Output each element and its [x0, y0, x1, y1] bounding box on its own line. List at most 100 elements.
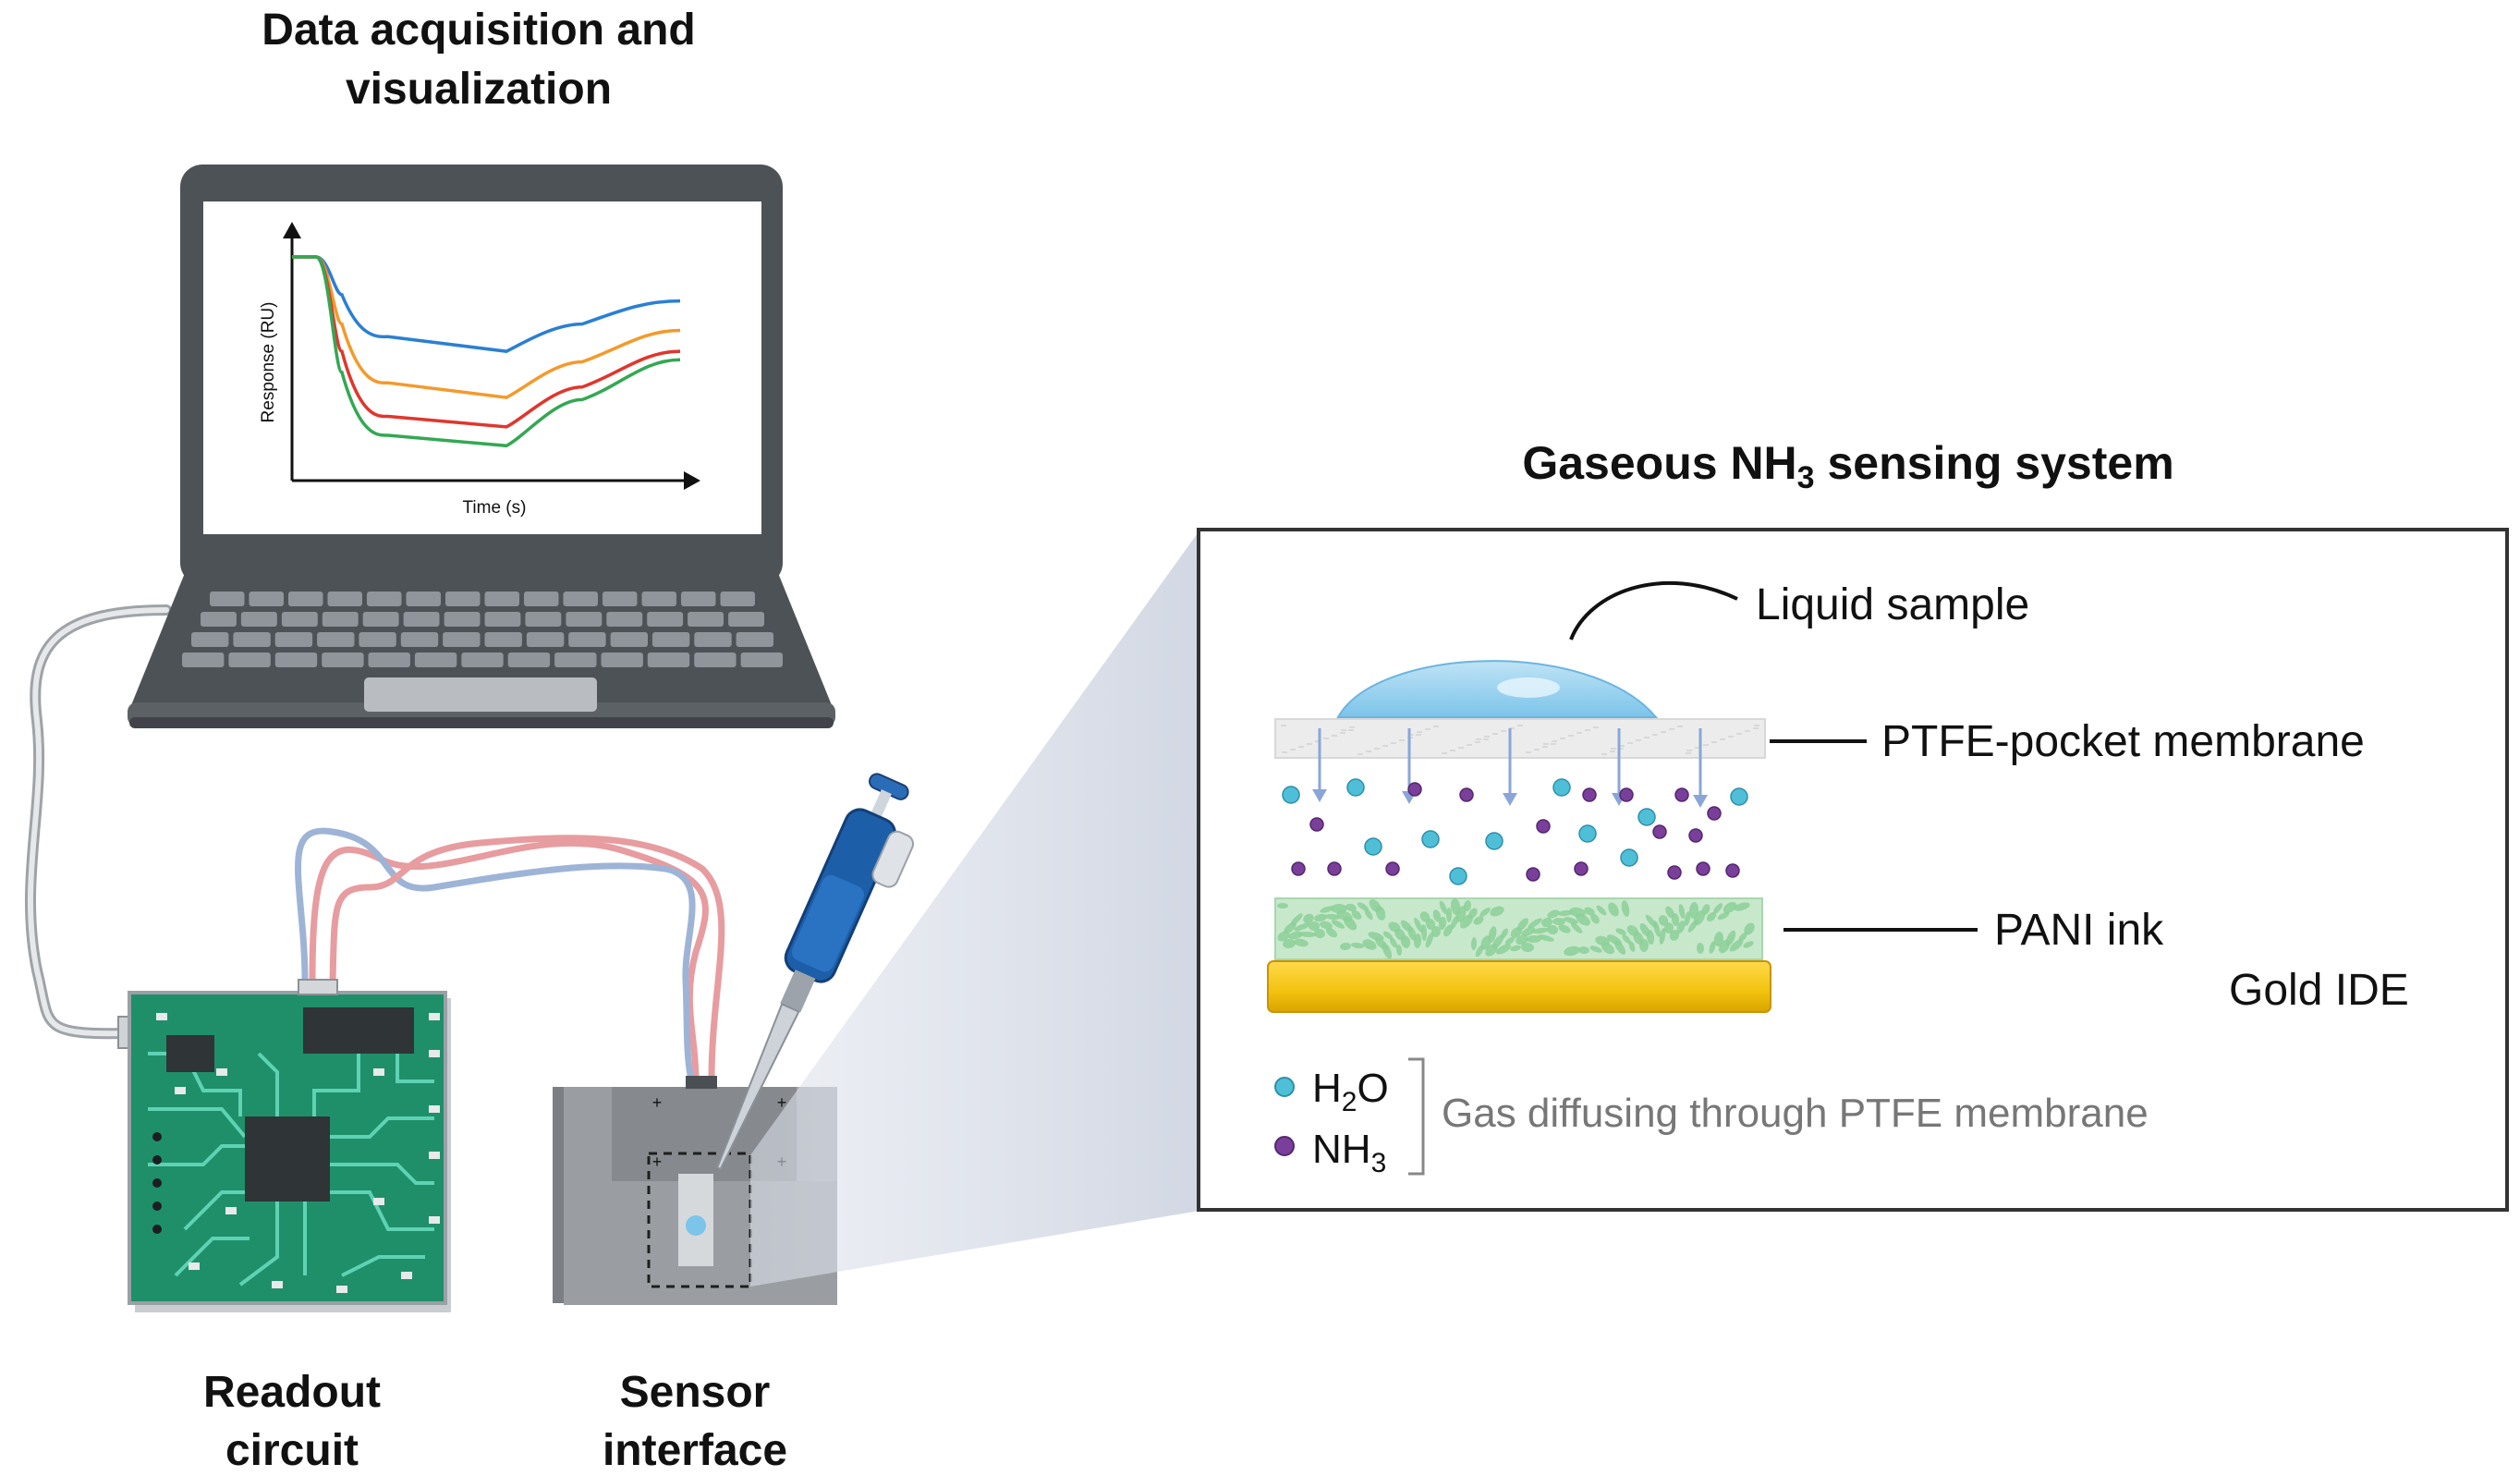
pani-particle — [1450, 898, 1461, 915]
ptfe-fiber — [1526, 751, 1531, 753]
ptfe-fiber — [1509, 727, 1515, 729]
pcb-connector-top — [298, 979, 338, 995]
pani-particle — [1547, 909, 1560, 919]
pani-particle — [1744, 922, 1755, 935]
pani-particle — [1717, 911, 1730, 921]
pipette-plunger — [870, 789, 892, 820]
pani-particle — [1706, 911, 1717, 922]
h2o-legend-dot — [1274, 1077, 1295, 1097]
panel-frame — [1197, 528, 2509, 1212]
ptfe-fiber — [1458, 747, 1464, 749]
keyboard-key — [322, 612, 359, 627]
keyboard-key — [524, 592, 559, 606]
h2o-molecule — [1364, 837, 1382, 856]
ptfe-membrane-layer — [1274, 718, 1766, 759]
pani-particle — [1504, 936, 1516, 945]
pani-particle — [1491, 934, 1504, 949]
nh3-legend-dot — [1274, 1136, 1295, 1156]
pani-particle — [1331, 903, 1347, 914]
pani-particle — [1336, 910, 1353, 921]
pani-particle — [1290, 913, 1303, 926]
keyboard-key — [603, 592, 638, 606]
pani-particle — [1607, 934, 1622, 945]
readout-circuit-label: Readout circuit — [203, 1368, 381, 1475]
pani-particle — [1628, 941, 1636, 952]
h2o-legend-label: H2O — [1312, 1066, 1389, 1117]
pani-particle — [1368, 932, 1384, 941]
h2o-molecule — [1421, 830, 1440, 848]
pcb-trace — [148, 1107, 247, 1139]
keyboard-key — [610, 632, 648, 647]
chart-series-group — [292, 255, 681, 448]
pani-particle — [1414, 917, 1423, 933]
pani-particle — [1538, 934, 1554, 942]
pani-particle — [1446, 908, 1452, 922]
keyboard-key — [288, 592, 323, 606]
ptfe-fiber — [1315, 740, 1321, 742]
keyboard-key — [368, 653, 410, 667]
pani-particle — [1463, 900, 1472, 911]
laptop-trackpad — [364, 677, 597, 712]
nh3-molecule — [1574, 861, 1589, 876]
nh3-molecule — [1674, 787, 1689, 802]
gold-ide-label: Gold IDE — [2229, 966, 2409, 1015]
pcb-pad — [429, 1050, 440, 1057]
pani-particle — [1382, 931, 1394, 940]
pani-particle — [1294, 922, 1310, 932]
keyboard-key — [444, 612, 481, 627]
keyboard-key — [317, 632, 355, 647]
keyboard-key — [400, 632, 439, 647]
chart-series-line-4 — [292, 255, 681, 448]
readout-label-line1: Readout — [203, 1368, 381, 1417]
diffusion-arrow-head — [1503, 793, 1517, 806]
nh3-molecule — [1407, 782, 1422, 797]
pani-particle — [1584, 907, 1595, 916]
pani-particle — [1663, 922, 1674, 933]
pani-particle — [1362, 939, 1377, 950]
pani-particle — [1277, 931, 1290, 942]
ptfe-fiber — [1661, 731, 1666, 733]
pani-particle — [1626, 925, 1639, 936]
svg-text:+: + — [652, 1093, 663, 1112]
ptfe-fiber — [1754, 725, 1759, 726]
pani-particle — [1564, 917, 1578, 924]
readout-circuit-board — [128, 979, 451, 1312]
pani-particle — [1701, 904, 1710, 915]
pani-particle — [1331, 920, 1345, 929]
pani-particle — [1314, 913, 1327, 922]
pani-particle — [1325, 927, 1338, 938]
ptfe-fiber — [1728, 736, 1734, 738]
pani-particle — [1723, 901, 1737, 914]
pani-particle — [1589, 945, 1602, 953]
nh3-molecule — [1696, 861, 1710, 876]
ptfe-fiber — [1627, 742, 1633, 744]
svg-text:+: + — [652, 1153, 663, 1171]
pani-particle — [1432, 909, 1442, 922]
keyboard-key — [525, 612, 562, 627]
pcb-trace — [183, 1190, 245, 1231]
ptfe-fiber — [1340, 732, 1345, 734]
pani-particle — [1669, 930, 1680, 941]
chart-xlabel: Time (s) — [463, 498, 527, 518]
data-acquisition-title-line1: Data acquisition and — [262, 6, 695, 55]
ptfe-fiber — [1610, 750, 1615, 752]
pani-particle — [1595, 935, 1610, 946]
keyboard-key — [322, 653, 364, 667]
sensor-interface-label: Sensor interface — [603, 1368, 787, 1475]
pani-particle — [1713, 932, 1724, 946]
h2o-molecule — [1620, 848, 1638, 867]
nh3-molecule — [1309, 817, 1324, 832]
ptfe-fiber — [1475, 741, 1480, 743]
pani-particle — [1314, 928, 1325, 939]
pani-particle — [1459, 914, 1474, 929]
keyboard-key — [443, 632, 481, 647]
pani-particle — [1388, 921, 1401, 933]
sensing-system-panel: Liquid sample PTFE-pocket membrane PANI … — [1197, 528, 2509, 1212]
pcb-trace — [330, 1163, 434, 1185]
laptop-keyboard — [182, 592, 783, 667]
chart-series-line-3 — [292, 255, 681, 429]
pani-particle — [1713, 903, 1723, 914]
response-chart: Time (s) Response (RU) — [259, 222, 700, 518]
nh3-molecule — [1707, 806, 1722, 821]
pcb-pad — [272, 1281, 283, 1288]
